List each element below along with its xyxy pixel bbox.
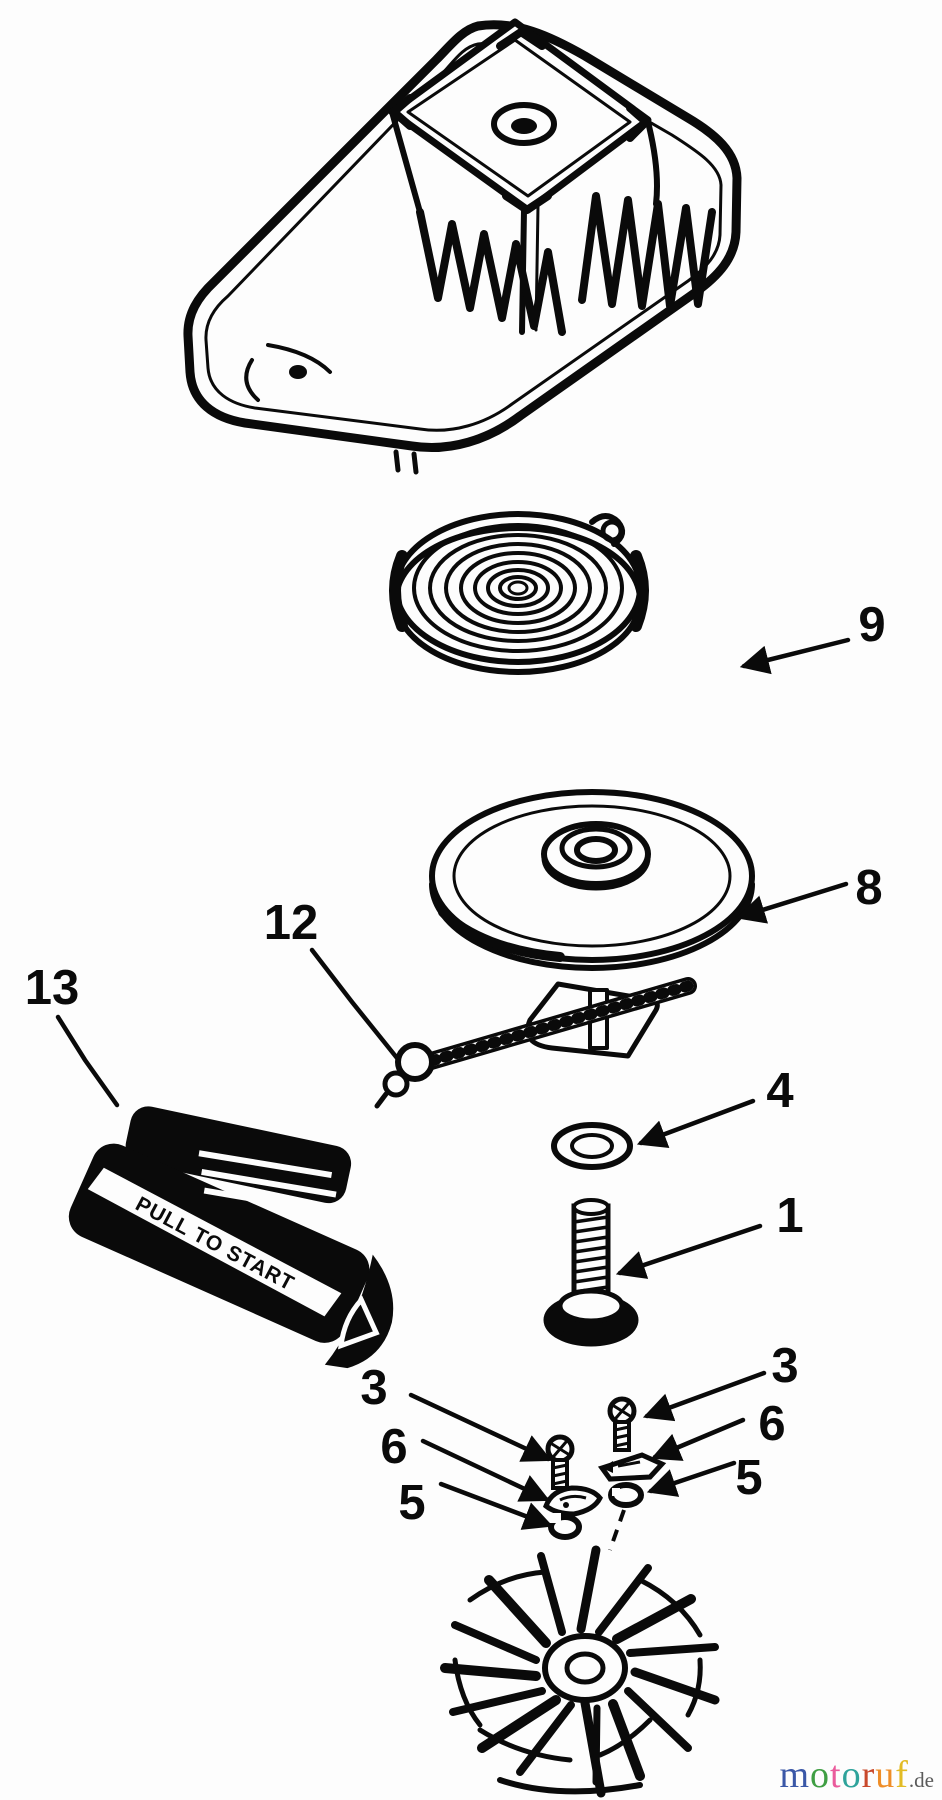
starter-pawl-right: [597, 1452, 667, 1482]
starter-rope: [374, 977, 697, 1109]
leader-5-right: [646, 1460, 737, 1497]
retainer-clip-right: [608, 1482, 644, 1508]
watermark-letter: o: [810, 1754, 831, 1796]
callout-3-left: 3: [360, 1361, 387, 1415]
callout-5-right: 5: [735, 1451, 762, 1505]
watermark-letter: t: [830, 1754, 842, 1796]
leader-4: [636, 1098, 756, 1148]
callout-4: 4: [766, 1064, 793, 1118]
leader-3-right: [642, 1370, 767, 1422]
leader-1: [615, 1223, 763, 1279]
callout-13: 13: [25, 961, 80, 1015]
leader-13: [55, 1014, 120, 1108]
watermark-letter: o: [841, 1754, 862, 1796]
callout-3-right: 3: [771, 1339, 798, 1393]
leader-9: [739, 637, 851, 675]
callout-6-left: 6: [380, 1420, 407, 1474]
callout-12: 12: [264, 896, 319, 950]
flat-washer: [551, 1122, 633, 1170]
leader-12: [309, 947, 400, 1061]
callout-1: 1: [776, 1189, 803, 1243]
callouts: 9 8 12 13 4 1 3 6 5 3 6 5: [25, 598, 886, 1530]
watermark-logo: motoruf.de: [779, 1756, 934, 1794]
pawl-screw-left: [545, 1434, 575, 1490]
callout-6-right: 6: [758, 1397, 785, 1451]
leader-6-right: [650, 1417, 746, 1461]
recoil-spring: [389, 511, 649, 675]
leader-lines: [55, 637, 851, 1530]
watermark-letter: u: [875, 1754, 896, 1796]
starter-housing-cover: [183, 18, 742, 475]
callout-5-left: 5: [398, 1476, 425, 1530]
watermark-suffix: .de: [908, 1768, 934, 1792]
retainer-clip-left: [548, 1513, 582, 1540]
callout-9: 9: [858, 598, 885, 652]
rope-knot: [374, 1042, 435, 1109]
flywheel-fan: [440, 1545, 720, 1798]
mounting-bolt: [543, 1198, 639, 1347]
watermark-letter: m: [779, 1754, 811, 1796]
pull-start-handle: PULL TO START: [68, 1106, 394, 1369]
leader-8: [735, 881, 849, 924]
watermark-letter: f: [895, 1754, 909, 1796]
leader-6-left: [420, 1438, 550, 1502]
pawl-screw-right: [607, 1396, 637, 1452]
leader-5-left: [438, 1481, 554, 1530]
leader-3-left: [408, 1392, 552, 1462]
starter-pawl-left: [543, 1485, 603, 1517]
assembly-centerline: [608, 1509, 626, 1551]
watermark-letter: r: [861, 1754, 876, 1796]
callout-8: 8: [855, 861, 882, 915]
